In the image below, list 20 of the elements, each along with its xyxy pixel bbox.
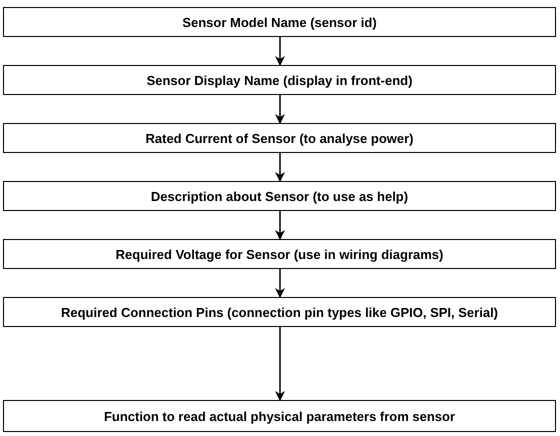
arrow [275, 211, 285, 240]
box-label: Sensor Model Name (sensor id) [182, 14, 377, 30]
arrow [275, 327, 285, 401]
arrow [275, 269, 285, 298]
process-box [3, 239, 556, 269]
arrow [275, 95, 285, 124]
box-label: Description about Sensor (to use as help) [150, 188, 408, 204]
box-label: Function to read actual physical parameters from sensor [104, 408, 456, 424]
box-label: Required Voltage for Sensor (use in wiring diagrams) [116, 246, 444, 262]
box-label: Required Connection Pins (connection pin types like GPIO, SPI, Serial) [60, 304, 498, 320]
process-box [3, 7, 556, 37]
arrow [275, 37, 285, 66]
arrow [275, 153, 285, 182]
box-label: Rated Current of Sensor (to analyse power) [146, 130, 414, 146]
process-box [3, 181, 556, 211]
process-box [3, 65, 556, 95]
process-box [3, 297, 556, 327]
box-label: Sensor Display Name (display in front-end) [146, 72, 412, 88]
process-box [3, 400, 556, 432]
process-box [3, 123, 556, 153]
